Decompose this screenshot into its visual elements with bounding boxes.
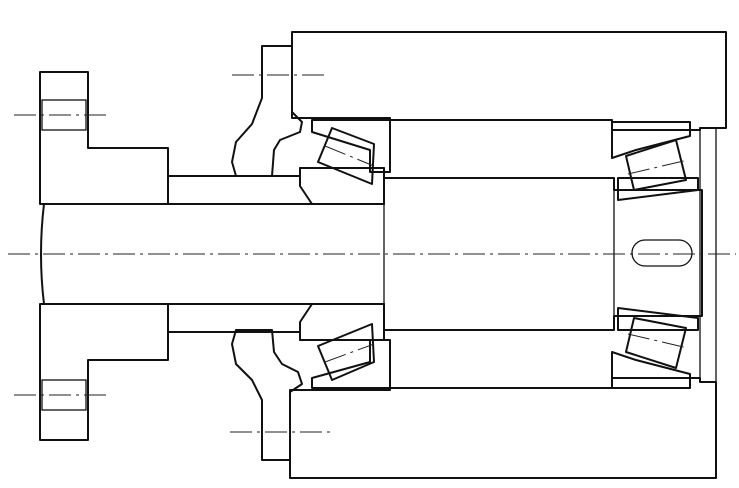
housing-lower bbox=[289, 377, 717, 479]
spacer-sleeve-lower bbox=[167, 303, 385, 341]
roller bbox=[317, 127, 375, 185]
spacer-sleeve-upper bbox=[167, 167, 385, 205]
roller bbox=[317, 323, 375, 381]
bearing-rollers bbox=[317, 127, 689, 381]
roller bbox=[625, 139, 687, 191]
flange bbox=[39, 71, 169, 441]
center-lines bbox=[8, 74, 736, 433]
bearing-right-lower-cup bbox=[611, 351, 691, 389]
end-cover-upper bbox=[231, 45, 303, 177]
end-cover-lower bbox=[231, 329, 303, 461]
housing bbox=[289, 31, 727, 479]
bearing-cups bbox=[311, 119, 691, 389]
bearing-left-lower bbox=[317, 323, 375, 381]
bearing-left-lower-cup bbox=[311, 339, 391, 389]
flange-upper bbox=[39, 71, 169, 205]
bearing-left-upper bbox=[317, 127, 375, 185]
bearing-right-lower-cone bbox=[617, 307, 699, 331]
bearing-left-lower-cone bbox=[299, 303, 385, 341]
key-slot bbox=[631, 239, 693, 267]
bearing-right-upper-cup bbox=[611, 121, 691, 159]
bearing-right-upper bbox=[625, 139, 689, 191]
bearing-right-lower bbox=[625, 317, 689, 369]
bearing-cones bbox=[299, 167, 699, 341]
flange-lower bbox=[39, 303, 169, 441]
end-cover bbox=[231, 45, 303, 461]
bearing-left-upper-cone bbox=[299, 167, 385, 205]
bearing-left-upper-cup bbox=[311, 119, 391, 173]
bearing-right-upper-cone bbox=[617, 177, 699, 201]
housing-upper bbox=[291, 31, 727, 131]
roller bbox=[625, 317, 687, 369]
